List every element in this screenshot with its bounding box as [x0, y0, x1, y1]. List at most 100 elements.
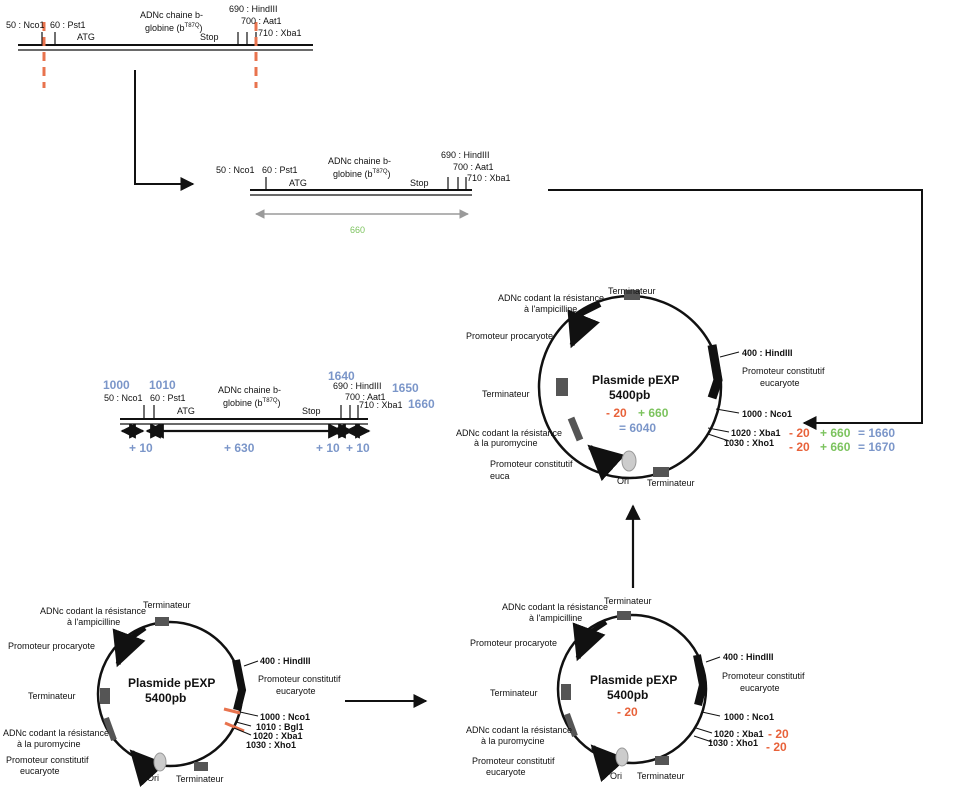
prom-euk-feature [232, 659, 247, 711]
arrow-to-cut-insert [134, 70, 195, 191]
label-nco1: 1000 : Nco1 [260, 712, 310, 722]
plasmid-size: 5400pb [145, 691, 186, 705]
label-terminator-left: Terminateur [28, 691, 76, 701]
site-label-aat1: 700 : Aat1 [241, 16, 282, 26]
label-xho1: 1030 : Xho1 [246, 740, 296, 750]
label-prom-proc: Promoteur procaryote [470, 638, 557, 648]
calc-xba-plus: + 660 [820, 426, 851, 440]
label-ori: Ori [617, 476, 629, 486]
prom-euk-feature [707, 344, 723, 400]
calc-minus20: - 20 [606, 406, 627, 420]
label-xba1: 1020 : Xba1 [253, 731, 303, 741]
site-label-pst1: 60 : Pst1 [50, 20, 86, 30]
label-hindiii: 400 : HindIII [742, 348, 793, 358]
plasmid-size: 5400pb [609, 388, 650, 402]
label-terminator-bottom: Terminateur [647, 478, 695, 488]
position-1640: 1640 [328, 369, 355, 383]
label-xba1: 1020 : Xba1 [714, 729, 764, 739]
label-amp-line2: à l'ampicilline [67, 617, 120, 627]
label-prom-euk-line1: Promoteur constitutif [258, 674, 341, 684]
atg-label: ATG [289, 178, 307, 188]
terminator-feature [155, 617, 169, 626]
stop-label: Stop [302, 406, 321, 416]
prom-proc-feature [112, 628, 146, 668]
plasmid-cut: Terminateur ADNc codant la résistance à … [466, 596, 805, 783]
site-label-pst1: 60 : Pst1 [262, 165, 298, 175]
terminator-feature-3 [556, 378, 568, 396]
label-prom-const-line1: Promoteur constitutif [472, 756, 555, 766]
site-pointers [707, 351, 740, 442]
ori-feature [153, 752, 167, 772]
label-terminator-top: Terminateur [604, 596, 652, 606]
prom-euk-feature [693, 654, 708, 706]
label-prom-proc: Promoteur procaryote [466, 331, 553, 341]
prom-const-feature [587, 444, 626, 482]
plasmid-size: 5400pb [607, 688, 648, 702]
position-1010: 1010 [149, 378, 176, 392]
segment-label-4: + 10 [346, 441, 370, 455]
plasmid-final: Terminateur ADNc codant la résistance à … [456, 286, 895, 488]
label-prom-const-line1: Promoteur constitutif [6, 755, 89, 765]
label-amp-line1: ADNc codant la résistance [40, 606, 146, 616]
label-prom-euk-line1: Promoteur constitutif [722, 671, 805, 681]
length-label: 660 [350, 225, 365, 235]
site-ticks [143, 405, 359, 419]
label-xho1: 1030 : Xho1 [708, 738, 758, 748]
segment-label-1: + 10 [129, 441, 153, 455]
site-label-hindiii: 690 : HindIII [441, 150, 490, 160]
insert-mapped: 1000 1010 1640 1650 1660 50 : Nco1 60 : … [103, 369, 435, 455]
label-prom-proc: Promoteur procaryote [8, 641, 95, 651]
position-1000: 1000 [103, 378, 130, 392]
label-xho1: 1030 : Xho1 [724, 438, 774, 448]
label-prom-const-line2: eucaryote [20, 766, 60, 776]
label-xba1: 1020 : Xba1 [731, 428, 781, 438]
site-label-nco1: 50 : Nco1 [216, 165, 255, 175]
site-label-xba1: 710 : Xba1 [359, 400, 403, 410]
gene-label-line1: ADNc chaine b- [140, 10, 203, 20]
gene-label-line2: globine (bT87Q) [333, 169, 391, 179]
position-1660: 1660 [408, 397, 435, 411]
site-label-nco1: 50 : Nco1 [104, 393, 143, 403]
calc-xho-minus: - 20 [766, 740, 787, 754]
calc-xba-minus: - 20 [789, 426, 810, 440]
site-label-hindiii: 690 : HindIII [333, 381, 382, 391]
label-hindiii: 400 : HindIII [723, 652, 774, 662]
site-label-nco1: 50 : Nco1 [6, 20, 45, 30]
label-puro-line2: à la puromycine [17, 739, 81, 749]
label-amp-line2: à l'ampicilline [524, 304, 577, 314]
puro-feature [103, 716, 117, 742]
calc-total: = 6040 [619, 421, 656, 435]
label-terminator-bottom: Terminateur [637, 771, 685, 781]
plasmid-name: Plasmide pEXP [590, 673, 677, 687]
label-prom-const-line2: eucaryote [486, 767, 526, 777]
terminator-feature-3 [194, 762, 208, 771]
cut-marks [223, 707, 245, 733]
prom-proc-feature [567, 309, 600, 349]
site-ticks [41, 32, 257, 45]
label-bgl1: 1010 : Bgl1 [256, 722, 304, 732]
insert-top: 50 : Nco1 60 : Pst1 ATG ADNc chaine b- g… [6, 4, 313, 88]
calc-xba-minus: - 20 [768, 727, 789, 741]
stop-label: Stop [200, 32, 219, 42]
label-prom-const-line1: Promoteur constitutif [490, 459, 573, 469]
prom-const-feature [590, 744, 628, 783]
site-label-aat1: 700 : Aat1 [345, 392, 386, 402]
atg-label: ATG [177, 406, 195, 416]
calc-xho-total: = 1670 [858, 440, 895, 454]
gene-label-line2: globine (bT87Q) [223, 398, 281, 408]
label-puro-line1: ADNc codant la résistance [456, 428, 562, 438]
label-ori: Ori [147, 773, 159, 783]
label-puro-line1: ADNc codant la résistance [3, 728, 109, 738]
terminator-feature-2 [653, 467, 669, 477]
site-label-hindiii: 690 : HindIII [229, 4, 278, 14]
prom-proc-feature [572, 622, 606, 662]
label-nco1: 1000 : Nco1 [724, 712, 774, 722]
gene-label-line1: ADNc chaine b- [218, 385, 281, 395]
site-pointers [233, 660, 259, 736]
site-ticks [265, 177, 467, 190]
label-terminator-left: Terminateur [490, 688, 538, 698]
label-prom-euk-line2: eucaryote [740, 683, 780, 693]
calc-xba-total: = 1660 [858, 426, 895, 440]
label-hindiii: 400 : HindIII [260, 656, 311, 666]
calc-xho-plus: + 660 [820, 440, 851, 454]
